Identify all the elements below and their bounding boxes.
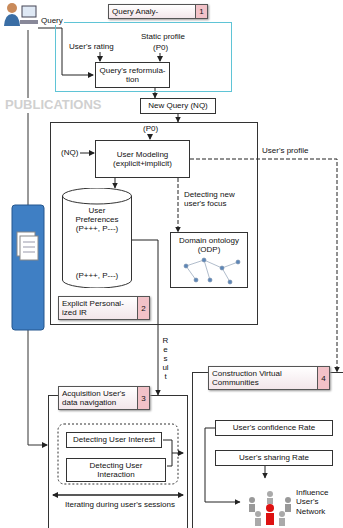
process-box: Influence User's Network: [240, 478, 340, 526]
process-box: User Modeling (explicit+implicit): [95, 140, 190, 178]
region-panel: Construction Virtual Communities4User's …: [192, 372, 343, 528]
edge-label: User's profile: [262, 146, 308, 155]
header-title: Query Analy-: [109, 5, 195, 18]
leader-arrow: [150, 134, 151, 139]
node-label: User's sharing Rate: [239, 453, 309, 462]
node-label: New Query (NQ): [148, 101, 208, 110]
bracket-line: [163, 440, 172, 441]
callout-number: 3: [137, 387, 149, 409]
connector: [178, 114, 179, 122]
annotation-label: (NQ): [60, 148, 79, 157]
node-label: User's confidence Rate: [233, 423, 315, 432]
documents-icon: [12, 205, 44, 330]
node-label: User Preferences (P+++, P---): [66, 206, 128, 234]
people-network: [249, 491, 291, 526]
leader-arrow: [160, 53, 161, 61]
query-line: [38, 28, 93, 75]
callout-number: 4: [317, 367, 329, 389]
region-header: Query Analy-1: [108, 4, 208, 19]
process-box: User's sharing Rate: [215, 450, 333, 466]
bracket-arrow: [172, 453, 183, 454]
header-title: Explicit Personal- ized IR: [59, 297, 137, 319]
ontology-graph: [184, 258, 240, 284]
edge-label: Result: [162, 336, 169, 381]
annotation-label: User's rating: [68, 42, 115, 51]
iteration-arrow: [53, 494, 183, 496]
annotation-label: Query: [40, 16, 64, 25]
node-subtext: (P+++, P---): [76, 271, 118, 280]
leader-arrow: [80, 153, 94, 154]
watermark: PUBLICATIONS: [4, 98, 103, 113]
annotation-label: Static profile: [140, 32, 186, 41]
node-label: Detecting User Interaction: [70, 461, 162, 479]
region-header: Construction Virtual Communities4: [208, 366, 330, 390]
header-title: Construction Virtual Communities: [209, 367, 317, 389]
process-box: Query's reformula- tion: [95, 62, 170, 88]
process-box: New Query (NQ): [140, 98, 216, 114]
region-panel: Explicit Personal- ized IR2 User Modeling…: [50, 122, 258, 325]
callout-number: 2: [137, 297, 149, 319]
leader-arrow: [100, 52, 101, 61]
node-label: Domain ontology (ODP): [174, 236, 244, 254]
callout-number: 1: [195, 5, 207, 18]
database-cylinder: User Preferences (P+++, P---) (P+++, P---…: [62, 188, 132, 288]
region-header: Explicit Personal- ized IR2: [58, 296, 150, 320]
connector: [265, 466, 266, 478]
side-line: [28, 30, 29, 205]
connector: [155, 88, 156, 98]
node-label: Detecting User Interest: [73, 435, 155, 444]
connector: [115, 178, 116, 188]
region-header: Acquisition User's data navigation3: [58, 386, 150, 410]
edge-label: Detecting new user's focus: [184, 190, 252, 208]
process-box: Domain ontology (ODP): [170, 232, 248, 288]
annotation-label: Iterating during user's sessions: [56, 500, 184, 509]
process-box: Detecting User Interaction: [66, 458, 166, 482]
node-label: User Modeling (explicit+implicit): [99, 150, 186, 168]
bracket-line: [167, 466, 172, 467]
annotation-label: (P0): [142, 124, 159, 133]
node-label: Influence User's Network: [296, 488, 340, 516]
dotted-group: [58, 424, 178, 484]
node-label: Query's reformula- tion: [99, 66, 166, 84]
process-box: User's confidence Rate: [215, 420, 333, 436]
user-icon: [4, 3, 38, 26]
side-line: [28, 330, 47, 445]
annotation-label: (P0): [152, 43, 169, 52]
process-box: Detecting User Interest: [66, 432, 162, 448]
connector: [178, 178, 179, 232]
header-title: Acquisition User's data navigation: [59, 387, 137, 409]
